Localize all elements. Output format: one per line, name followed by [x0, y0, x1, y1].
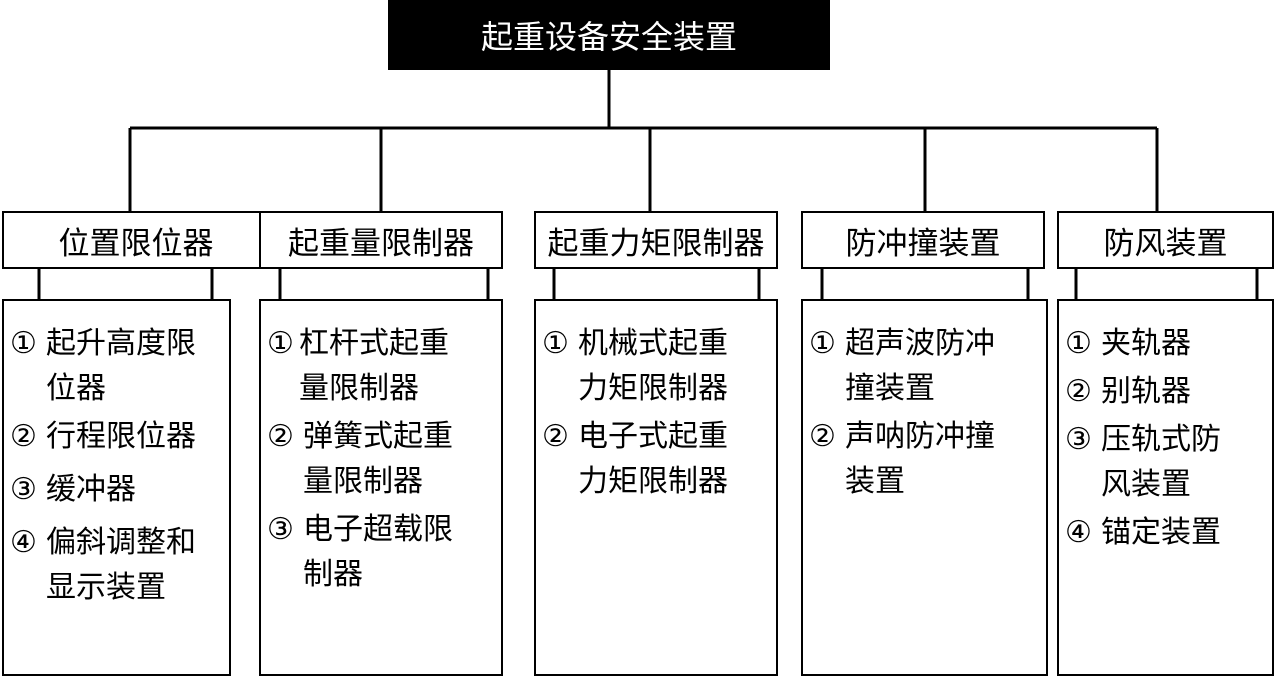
item-text: 行程限位器 [46, 419, 196, 454]
item-number: ④ [10, 525, 37, 560]
item-text: 超声波防冲 撞装置 [845, 326, 995, 406]
item-text: 锚定装置 [1101, 515, 1221, 550]
item-number: ② [10, 419, 37, 454]
item-text: 弹簧式起重 量限制器 [303, 419, 453, 499]
list-item: ② 行程限位器 [10, 414, 225, 459]
item-number: ② [542, 419, 569, 454]
item-number: ② [1065, 374, 1092, 409]
item-text: 电子超载限 制器 [303, 512, 453, 592]
item-text: 压轨式防 风装置 [1101, 422, 1221, 502]
item-text: 机械式起重 力矩限制器 [578, 326, 728, 406]
root-node: 起重设备安全装置 [388, 0, 830, 70]
item-number: ③ [1065, 422, 1092, 457]
list-item: ② 声呐防冲撞 装置 [809, 414, 1042, 504]
item-text: 电子式起重 力矩限制器 [578, 419, 728, 499]
list-item: ① 机械式起重 力矩限制器 [542, 321, 772, 411]
item-text: 夹轨器 [1101, 326, 1191, 361]
items-wind-protection: ① 夹轨器 ② 别轨器 ③ 压轨式防 风装置 ④ 锚定装置 [1057, 299, 1274, 676]
list-item: ② 别轨器 [1065, 369, 1268, 414]
category-load-limiter: 起重量限制器 [259, 211, 503, 269]
item-text: 缓冲器 [46, 472, 136, 507]
list-item: ① 超声波防冲 撞装置 [809, 321, 1042, 411]
item-number: ① [542, 326, 569, 361]
items-moment-limiter: ① 机械式起重 力矩限制器 ② 电子式起重 力矩限制器 [534, 299, 778, 676]
item-text: 别轨器 [1101, 374, 1191, 409]
item-number: ③ [267, 512, 294, 547]
items-position-limiter: ① 起升高度限 位器 ② 行程限位器 ③ 缓冲器 ④ 偏斜调整和 显示装置 [2, 299, 231, 676]
item-number: ② [809, 419, 836, 454]
item-text: 偏斜调整和 显示装置 [46, 525, 196, 605]
list-item: ③ 缓冲器 [10, 467, 225, 512]
item-text: 起升高度限 位器 [46, 326, 196, 406]
list-item: ② 电子式起重 力矩限制器 [542, 414, 772, 504]
list-item: ③ 压轨式防 风装置 [1065, 417, 1268, 507]
category-wind-protection: 防风装置 [1057, 211, 1274, 269]
item-number: ④ [1065, 515, 1092, 550]
list-item: ④ 偏斜调整和 显示装置 [10, 520, 225, 610]
list-item: ① 夹轨器 [1065, 321, 1268, 366]
category-moment-limiter: 起重力矩限制器 [534, 211, 778, 269]
item-number: ① [809, 326, 836, 361]
category-anti-collision: 防冲撞装置 [801, 211, 1045, 269]
list-item: ① 起升高度限 位器 [10, 321, 225, 411]
item-number: ① [1065, 326, 1092, 361]
item-number: ① [10, 326, 37, 361]
item-text: 声呐防冲撞 装置 [845, 419, 995, 499]
list-item: ④ 锚定装置 [1065, 510, 1268, 555]
list-item: ② 弹簧式起重 量限制器 [267, 414, 497, 504]
list-item: ③ 电子超载限 制器 [267, 507, 497, 597]
items-anti-collision: ① 超声波防冲 撞装置 ② 声呐防冲撞 装置 [801, 299, 1048, 676]
item-text: 杠杆式起重 量限制器 [299, 326, 449, 406]
item-number: ② [267, 419, 294, 454]
item-number: ① [267, 326, 294, 361]
item-number: ③ [10, 472, 37, 507]
category-position-limiter: 位置限位器 [2, 211, 270, 269]
